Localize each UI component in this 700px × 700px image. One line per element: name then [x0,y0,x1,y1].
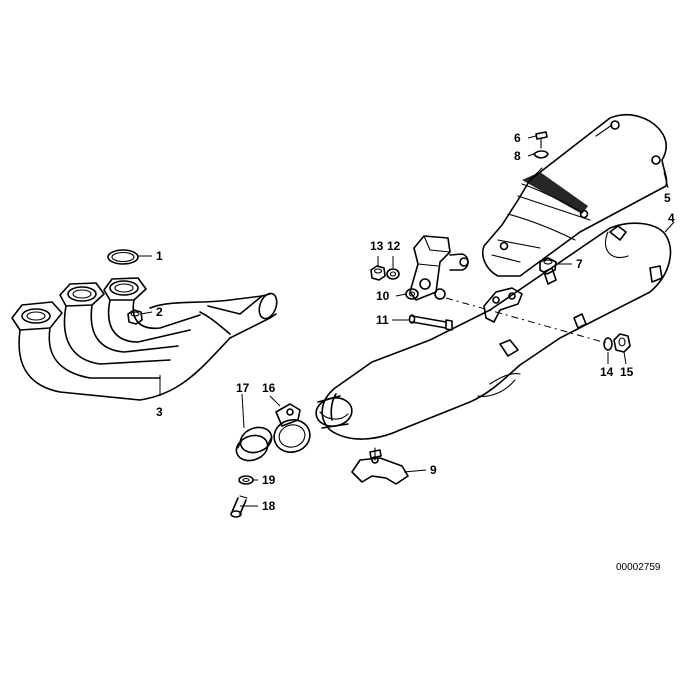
callout-19: 19 [262,473,276,487]
mounting-bracket [409,235,469,301]
callout-16: 16 [262,381,276,395]
callout-12: 12 [387,239,401,253]
bolt-18 [230,495,248,518]
clamp-16 [273,403,311,453]
callout-1: 1 [156,249,163,263]
header-nut [127,309,143,325]
callout-17: 17 [236,381,250,395]
muffler-bracket [351,447,409,485]
washer-8 [533,150,549,159]
washer-19 [238,475,254,485]
screw-6 [535,131,548,149]
callout-15: 15 [620,365,634,379]
callout-7: 7 [576,257,583,271]
gasket-ring [107,249,139,265]
callout-9: 9 [430,463,437,477]
heat-shield [482,114,668,277]
callout-labels: 1 2 3 4 5 6 7 8 9 10 11 12 13 14 15 16 1… [156,131,675,513]
reference-number: 00002759 [616,562,661,573]
callout-4: 4 [668,211,675,225]
callout-8: 8 [514,149,521,163]
muffler [315,222,672,440]
callout-10: 10 [376,289,390,303]
washer-14 [603,337,613,351]
muffler-mount-lug [483,287,523,323]
callout-13: 13 [370,239,384,253]
hex-nut-13 [370,265,386,281]
sleeve-17 [235,426,273,462]
washer-12 [386,268,400,280]
callout-14: 14 [600,365,614,379]
alignment-line [445,297,611,345]
callout-3: 3 [156,405,163,419]
nut-7 [539,257,557,275]
callout-11: 11 [376,313,389,327]
callout-5: 5 [664,191,671,205]
nut-15 [613,333,631,353]
leader-lines [138,135,675,507]
bolt-11 [408,314,453,331]
exhaust-header [11,277,278,401]
callout-18: 18 [262,499,276,513]
callout-6: 6 [514,131,521,145]
callout-2: 2 [156,305,163,319]
